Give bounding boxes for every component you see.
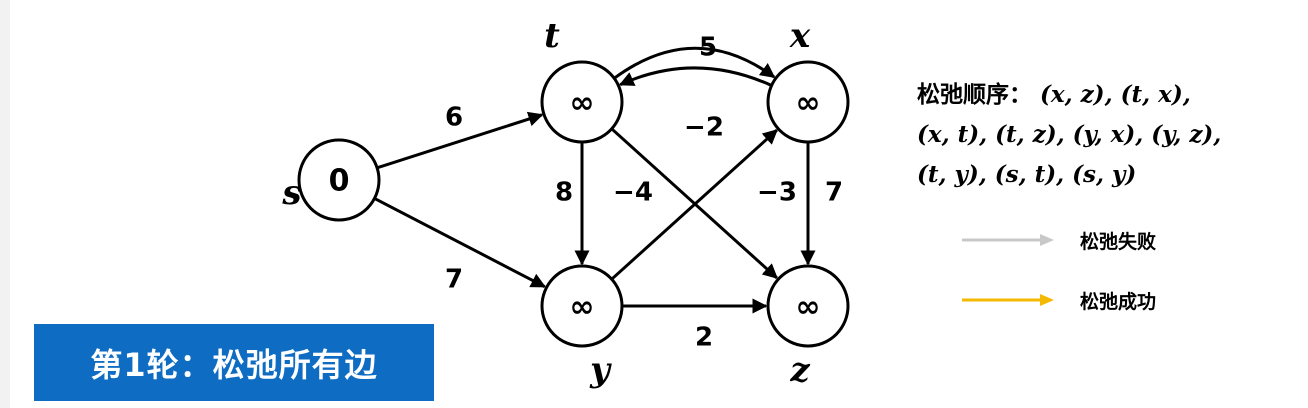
node-label-x: x [789,16,811,56]
legend-fail-arrow-icon [962,234,1054,246]
node-s [297,138,381,222]
edge-weight-y-z: 2 [695,323,713,353]
legend-fail: 松弛失败 [962,225,1156,255]
node-value-z: ∞ [796,290,821,325]
node-label-z: z [789,350,810,390]
edge-weight-t-x: 5 [699,33,717,63]
node-label-s: s [281,173,301,213]
edge-weight-s-y: 7 [445,265,463,295]
edge-weight-y-x: −3 [757,178,797,208]
edge-s-t [376,111,544,170]
legend-success-arrow-icon [962,294,1054,306]
round-label-box: 第1轮：松弛所有边 [34,324,434,401]
edge-t-x [613,46,776,80]
node-x [766,60,850,144]
relax-order-title: 松弛顺序： [917,82,1032,108]
edge-weight-s-t: 6 [445,103,463,133]
node-z [766,264,850,348]
legend-success-label: 松弛成功 [1080,290,1157,313]
relax-order-line2: (x, t), (t, z), (y, x), (y, z), [917,121,1222,148]
edge-weight-t-y: 8 [555,178,573,208]
node-t [540,60,624,144]
edge-s-y [373,197,547,288]
legend-success: 松弛成功 [962,285,1156,315]
node-y [540,264,624,348]
edge-y-x [610,129,778,281]
relax-order-panel: 松弛顺序： (x, z), (t, x), (x, t), (t, z), (y… [917,75,1307,195]
node-value-s: 0 [329,164,350,199]
legend-fail-label: 松弛失败 [1080,230,1157,253]
relax-order-line3: (t, y), (s, t), (s, y) [917,161,1137,188]
edge-x-t [618,66,773,87]
edge-weight-x-z: 7 [825,178,843,208]
nodes-layer: 0s ∞ t ∞ x ∞ y ∞ z [281,16,850,390]
node-value-x: ∞ [796,86,821,121]
left-margin-bar [0,0,10,408]
node-label-y: y [589,350,612,390]
node-value-t: ∞ [570,86,595,121]
node-value-y: ∞ [570,290,595,325]
node-label-t: t [544,16,560,56]
edges-layer: 6 7 5 −2 8 −4 −3 7 2 [373,33,843,353]
edge-weight-x-t: −2 [684,113,724,143]
round-label: 第1轮：松弛所有边 [90,345,378,384]
edge-weight-t-z: −4 [613,178,653,208]
relax-order-line1: (x, z), (t, x), [1040,81,1191,108]
